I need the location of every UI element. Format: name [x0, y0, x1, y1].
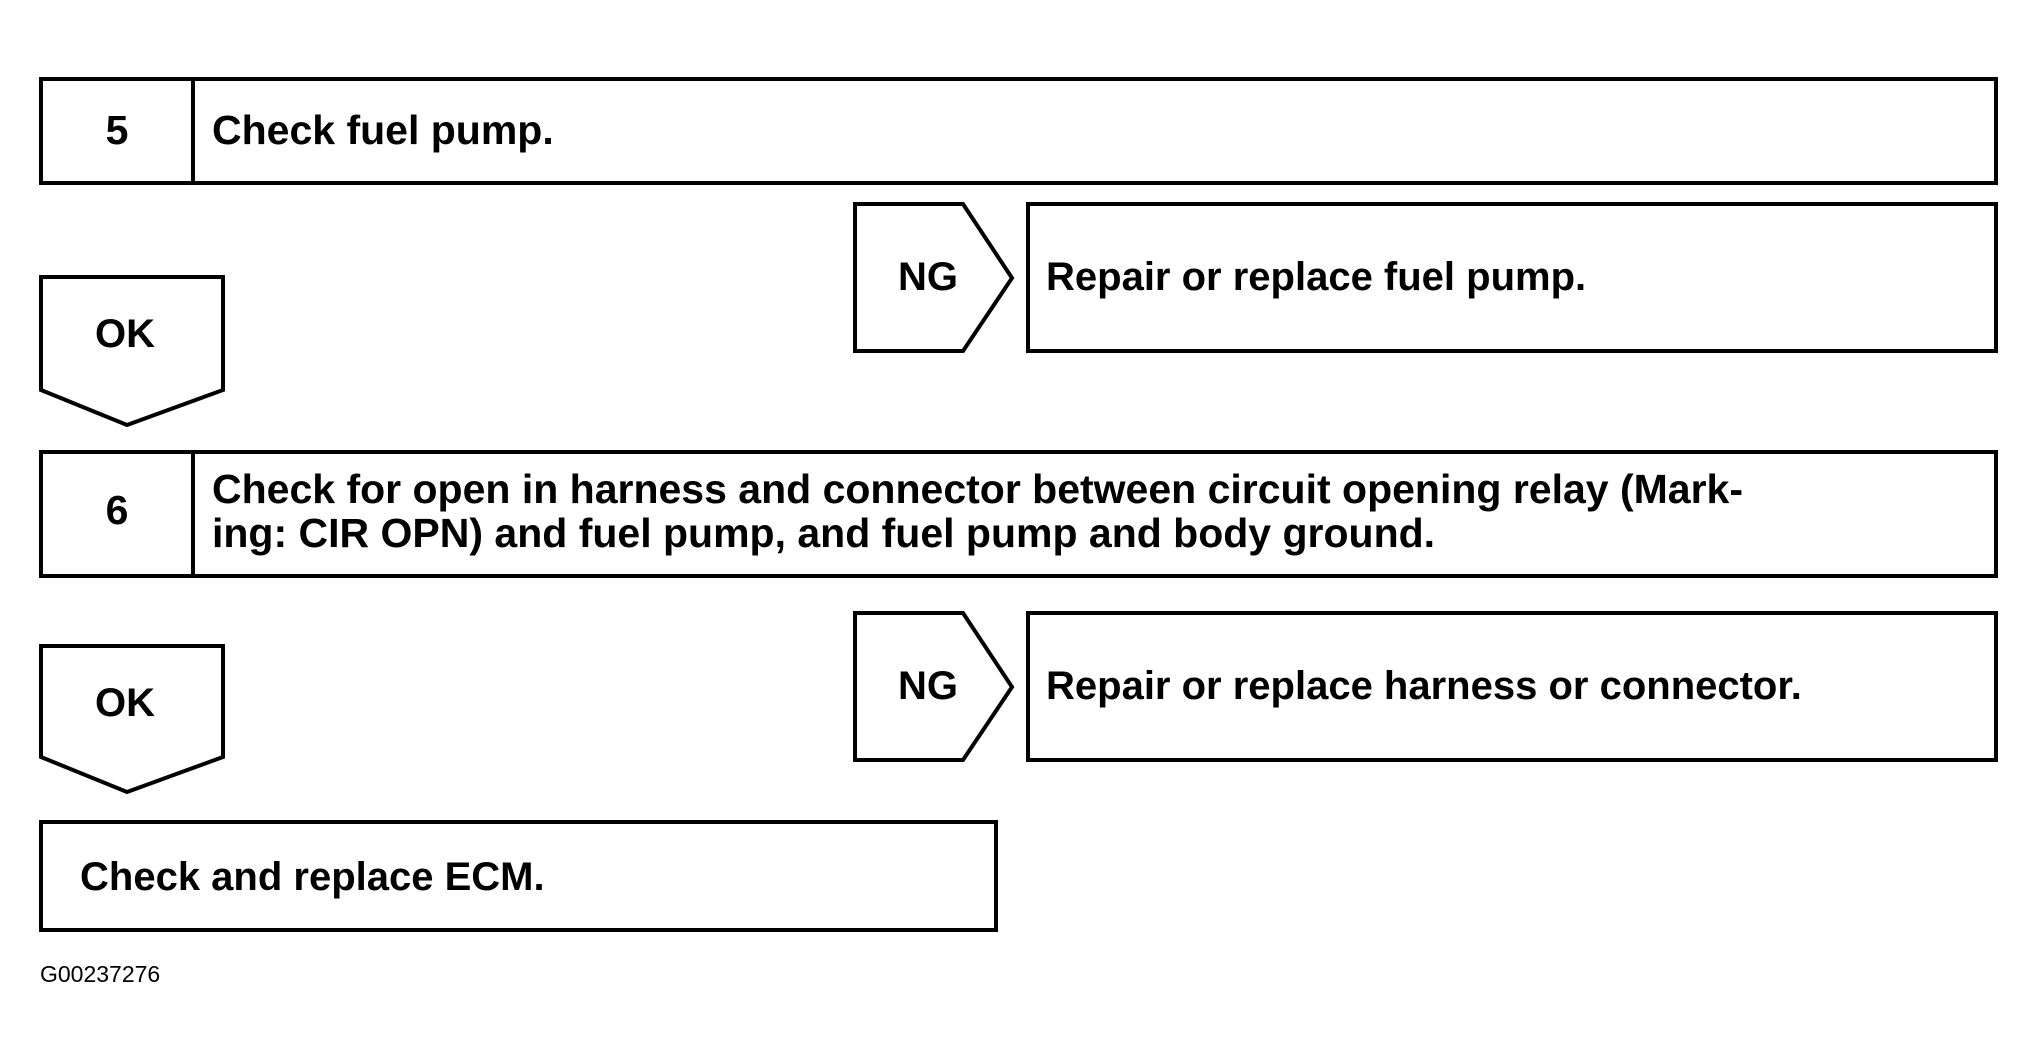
ng-action-2: Repair or replace harness or connector.	[1046, 664, 1802, 708]
ng-arrow-2	[853, 611, 1015, 762]
ok-arrow-2	[39, 644, 225, 795]
ng-action-1: Repair or replace fuel pump.	[1046, 255, 1587, 299]
ng-arrow-1	[853, 202, 1015, 353]
step-6-box	[39, 450, 1998, 578]
step-5-number: 5	[105, 107, 129, 153]
ng-label-1: NG	[898, 255, 958, 299]
step-5-text: Check fuel pump.	[212, 107, 554, 153]
step-6-number: 6	[105, 487, 129, 533]
step-5-box	[39, 77, 1998, 185]
final-action-text: Check and replace ECM.	[80, 855, 545, 899]
final-action-box	[39, 820, 998, 932]
ng-result-box-2	[1026, 611, 1998, 762]
ok-label-1: OK	[95, 312, 155, 356]
ng-result-box-1	[1026, 202, 1998, 353]
ok-arrow-1	[39, 275, 225, 428]
ng-label-2: NG	[898, 664, 958, 708]
figure-id: G00237276	[40, 961, 161, 987]
step-6-text-line-1: Check for open in harness and connector …	[212, 466, 1743, 512]
step-6-text-line-2: ing: CIR OPN) and fuel pump, and fuel pu…	[212, 510, 1436, 556]
ok-label-2: OK	[95, 681, 155, 725]
